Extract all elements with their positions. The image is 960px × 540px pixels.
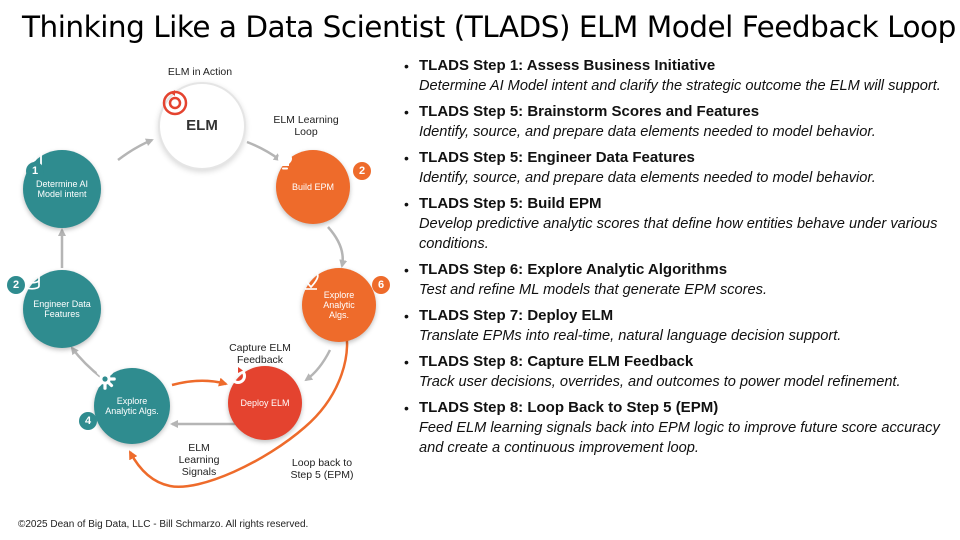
elm-in-action-label: ELM in Action (167, 66, 233, 78)
arrow-exploreteal-to-deploy (171, 377, 228, 387)
step-badge-6: 6 (372, 276, 390, 294)
step-title: TLADS Step 8: Loop Back to Step 5 (EPM) (419, 399, 719, 416)
determine-ai-model-intent-node: Determine AI Model intent (23, 150, 101, 228)
capture-elm-feedback-label: Capture ELM Feedback (229, 342, 291, 366)
database-icon (24, 270, 40, 290)
step-description: Test and refine ML models that generate … (419, 282, 768, 298)
elm-node: ELM (158, 82, 246, 170)
engineer-data-features-node: Engineer Data Features (23, 270, 101, 348)
step-title: TLADS Step 5: Build EPM (419, 195, 602, 212)
loop-back-label: Loop back to Step 5 (EPM) (290, 457, 354, 481)
page-title: Thinking Like a Data Scientist (TLADS) E… (22, 10, 956, 44)
step-title: TLADS Step 5: Brainstorm Scores and Feat… (419, 103, 760, 120)
step-item: TLADS Step 8: Capture ELM Feedback Track… (402, 352, 954, 392)
arrow-loop-back (128, 319, 349, 489)
step-title: TLADS Step 6: Explore Analytic Algorithm… (419, 261, 728, 278)
step-badge-2: 2 (353, 162, 371, 180)
step-badge-4: 4 (79, 412, 97, 430)
step-item: TLADS Step 5: Engineer Data Features Ide… (402, 148, 954, 188)
arrow-determine-to-elm (117, 138, 154, 161)
step-description: Identify, source, and prepare data eleme… (419, 170, 876, 186)
step-description: Identify, source, and prepare data eleme… (419, 124, 876, 140)
explore-analytic-algs-orange-node: Explore Analytic Algs. (302, 268, 376, 342)
gear-icon (94, 368, 116, 390)
step-description: Track user decisions, overrides, and out… (419, 374, 901, 390)
map-pin-icon (303, 268, 319, 290)
arrow-build-to-explore (327, 226, 348, 268)
explore-analytic-algs-teal-node: Explore Analytic Algs. (94, 368, 170, 444)
connector-arrows (58, 138, 349, 489)
step-title: TLADS Step 8: Capture ELM Feedback (419, 353, 694, 370)
step-item: TLADS Step 5: Brainstorm Scores and Feat… (402, 102, 954, 142)
copyright-notice: ©2025 Dean of Big Data, LLC - Bill Schma… (18, 519, 309, 530)
deploy-elm-node: Deploy ELM (228, 366, 302, 440)
refresh-icon (230, 367, 246, 384)
refresh-icon (162, 90, 188, 116)
lightbulb-icon (278, 152, 292, 170)
step-item: TLADS Step 1: Assess Business Initiative… (402, 56, 954, 96)
build-node-label: Build EPM (291, 182, 335, 192)
step-title: TLADS Step 5: Engineer Data Features (419, 149, 695, 166)
step-title: TLADS Step 1: Assess Business Initiative (419, 57, 716, 74)
step-item: TLADS Step 7: Deploy ELM Translate EPMs … (402, 306, 954, 346)
step-description: Determine AI Model intent and clarify th… (419, 78, 941, 94)
explore-teal-node-label: Explore Analytic Algs. (105, 396, 159, 416)
step-description: Translate EPMs into real-time, natural l… (419, 328, 842, 344)
explore-orange-node-label: Explore Analytic Algs. (323, 290, 355, 320)
arrow-exploreteal-to-engineer (70, 346, 103, 379)
tlads-steps-list: TLADS Step 1: Assess Business Initiative… (402, 56, 954, 464)
step-description: Develop predictive analytic scores that … (419, 216, 938, 252)
step-item: TLADS Step 6: Explore Analytic Algorithm… (402, 260, 954, 300)
step-badge-2-engineer: 2 (7, 276, 25, 294)
deploy-node-label: Deploy ELM (240, 398, 290, 408)
elm-learning-signals-label: ELM Learning Signals (178, 442, 220, 478)
feedback-loop-diagram: ELM in Action ELM Learning Loop Capture … (0, 52, 400, 512)
step-badge-1: 1 (26, 162, 44, 180)
step-description: Feed ELM learning signals back into EPM … (419, 420, 940, 456)
step-item: TLADS Step 8: Loop Back to Step 5 (EPM) … (402, 398, 954, 458)
step-item: TLADS Step 5: Build EPM Develop predicti… (402, 194, 954, 254)
step-title: TLADS Step 7: Deploy ELM (419, 307, 614, 324)
elm-learning-loop-label: ELM Learning Loop (273, 114, 339, 138)
arrow-explore-to-deploy (304, 349, 332, 382)
elm-node-label: ELM (186, 117, 218, 134)
build-epm-node: Build EPM (276, 150, 350, 224)
determine-node-label: Determine AI Model intent (35, 179, 89, 199)
arrow-elm-to-build (246, 140, 282, 162)
engineer-node-label: Engineer Data Features (33, 299, 91, 319)
